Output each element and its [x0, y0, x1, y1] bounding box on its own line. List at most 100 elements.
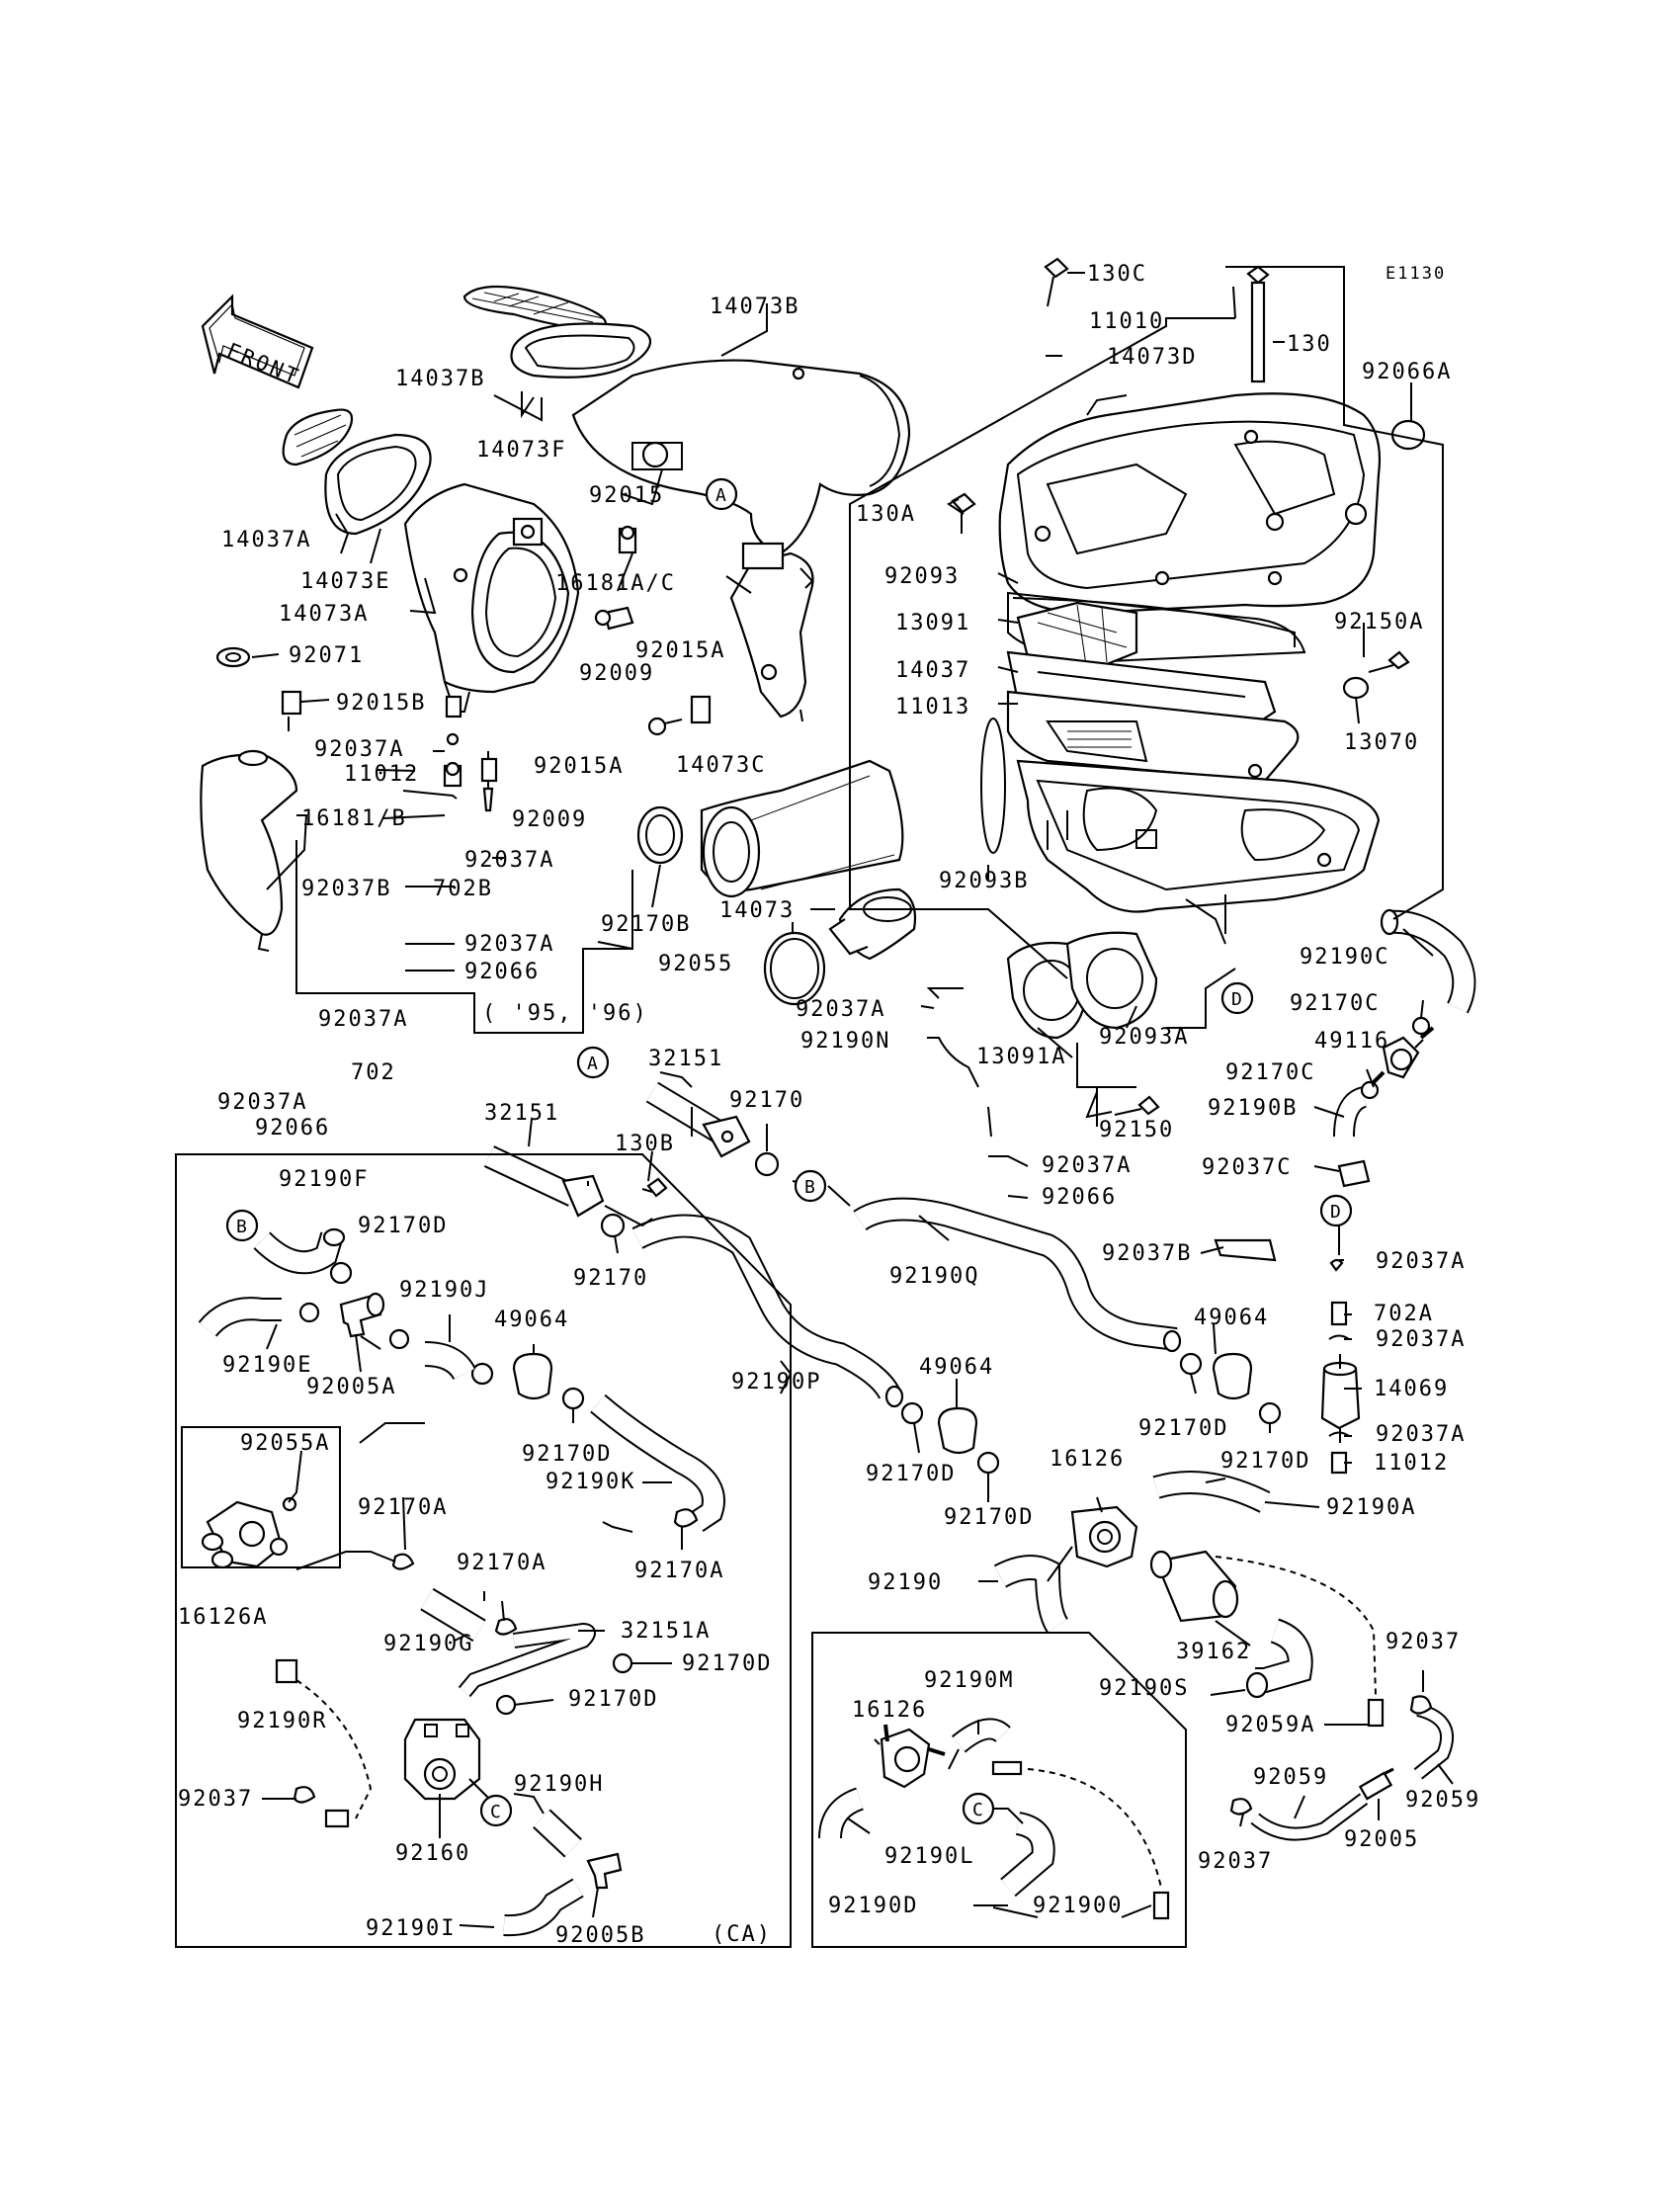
label-92037A-a: 92037A — [314, 737, 404, 762]
joint-92005 — [1358, 1767, 1394, 1801]
label-92037A-b: 92037A — [464, 848, 554, 873]
label-14069: 14069 — [1374, 1377, 1449, 1401]
label-92037A-d: 92037A — [796, 997, 885, 1022]
label-921900: 921900 — [1033, 1894, 1123, 1918]
label-14073: 14073 — [719, 898, 795, 923]
label-92170D-e: 92170D — [866, 1462, 956, 1486]
label-92037B-b: 92037B — [1102, 1241, 1192, 1266]
clamp-92170-left — [600, 1213, 626, 1238]
label-92170D-a: 92170D — [358, 1214, 448, 1238]
label-92190Q: 92190Q — [889, 1264, 979, 1289]
o-ring-92055A — [282, 1496, 297, 1512]
pipe-32151-upper — [645, 1081, 751, 1158]
hose-92190Q — [853, 1197, 1182, 1353]
filter-39162 — [1149, 1550, 1239, 1623]
label-49064-c: 49064 — [1194, 1306, 1269, 1330]
hose-92190J — [424, 1341, 476, 1381]
clamp-92170D-f — [1258, 1401, 1282, 1425]
label-92066-c: 92066 — [1042, 1185, 1117, 1210]
clamp-92170D-c — [900, 1401, 924, 1425]
elbow-14073 — [828, 887, 917, 961]
clamp-92170A-ca1 — [673, 1508, 699, 1528]
label-92150A: 92150A — [1334, 610, 1424, 634]
label-92015A-a: 92015A — [635, 638, 725, 663]
label-92093A: 92093A — [1099, 1025, 1189, 1050]
svg-text:D: D — [1231, 989, 1242, 1010]
label-92170A-b: 92170A — [634, 1559, 724, 1583]
label-92071: 92071 — [289, 643, 364, 668]
label-92037C: 92037C — [1202, 1155, 1292, 1180]
label-32151-a: 32151 — [648, 1047, 723, 1071]
callout-A-top: A — [705, 477, 738, 511]
label-13091A: 13091A — [976, 1045, 1066, 1069]
clamp-92170D-b — [561, 1387, 585, 1410]
label-92066-b: 92066 — [255, 1116, 330, 1141]
gasket-92093A — [1065, 931, 1158, 1030]
label-92015A-b: 92015A — [534, 754, 624, 779]
intake-duct-14073A — [403, 482, 580, 713]
label-14073D: 14073D — [1107, 345, 1197, 370]
joint-92005B — [586, 1852, 623, 1890]
label-14073F: 14073F — [476, 438, 566, 463]
label-92059A: 92059A — [1225, 1713, 1315, 1737]
label-32151-b: 32151 — [484, 1101, 559, 1126]
label-13070: 13070 — [1344, 730, 1419, 755]
intake-duct-14073B — [571, 359, 911, 555]
hose-92190R — [275, 1658, 373, 1828]
label-14037: 14037 — [895, 658, 970, 683]
bolt-130C — [1044, 257, 1069, 307]
tube-end-921900 — [1152, 1891, 1170, 1920]
callout-D-right: D — [1319, 1194, 1353, 1227]
label-92190A: 92190A — [1326, 1495, 1416, 1520]
label-16126A: 16126A — [178, 1605, 268, 1630]
label-92037A-f: 92037A — [217, 1090, 307, 1115]
hose-92190G — [420, 1587, 486, 1643]
intake-duct-14073C — [700, 759, 904, 898]
label-92190D: 92190D — [828, 1894, 918, 1918]
svg-text:A: A — [715, 485, 726, 506]
pipe-32151A — [458, 1622, 596, 1698]
svg-text:D: D — [1330, 1202, 1341, 1223]
label-702B: 702B — [433, 877, 493, 901]
label-130C: 130C — [1087, 262, 1147, 287]
label-92015: 92015 — [589, 483, 664, 508]
label-92015B: 92015B — [336, 691, 426, 716]
label-92170D-d: 92170D — [522, 1442, 612, 1467]
label-92190H: 92190H — [514, 1772, 604, 1797]
label-130: 130 — [1287, 332, 1332, 357]
hose-92190 — [993, 1555, 1069, 1634]
label-92037A-g: 92037A — [1042, 1153, 1132, 1178]
label-92037A-i: 92037A — [1376, 1327, 1466, 1352]
label-702A: 702A — [1374, 1302, 1434, 1326]
tube-921900 — [1027, 1768, 1162, 1889]
svg-text:B: B — [804, 1177, 815, 1198]
label-92160: 92160 — [395, 1841, 470, 1866]
valve-16126 — [1070, 1505, 1138, 1568]
label-92190M: 92190M — [924, 1668, 1014, 1693]
label-92037A-c: 92037A — [464, 932, 554, 957]
label-14073C: 14073C — [676, 753, 766, 778]
filter-13091 — [1016, 601, 1138, 674]
label-92170-a: 92170 — [729, 1088, 804, 1113]
callout-C-box: C — [962, 1792, 995, 1825]
tube-end-92059A — [1367, 1698, 1385, 1728]
label-92170B: 92170B — [601, 912, 691, 937]
label-92190P: 92190P — [731, 1370, 821, 1394]
hose-92059-bottom — [1250, 1793, 1369, 1841]
hose-92190L — [818, 1787, 865, 1839]
clamp-92037-bottom — [1229, 1798, 1253, 1816]
clamp-92170C-a — [1411, 1016, 1431, 1036]
label-130B: 130B — [615, 1132, 675, 1156]
clamp-92037-right — [1409, 1695, 1433, 1715]
right-column-parts — [1320, 1258, 1361, 1475]
label-92190R: 92190R — [237, 1709, 327, 1733]
small-parts-left — [281, 525, 712, 812]
label-92190F: 92190F — [279, 1167, 369, 1192]
clamp-92170A-ca3 — [494, 1618, 518, 1636]
clamp-92170C-b — [1360, 1080, 1380, 1100]
mount-13091A — [1006, 941, 1089, 1040]
callout-C-left: C — [479, 1794, 513, 1827]
clip-92037C — [1337, 1159, 1371, 1188]
hose-92190E — [198, 1297, 282, 1337]
o-ring-inner — [770, 938, 819, 999]
